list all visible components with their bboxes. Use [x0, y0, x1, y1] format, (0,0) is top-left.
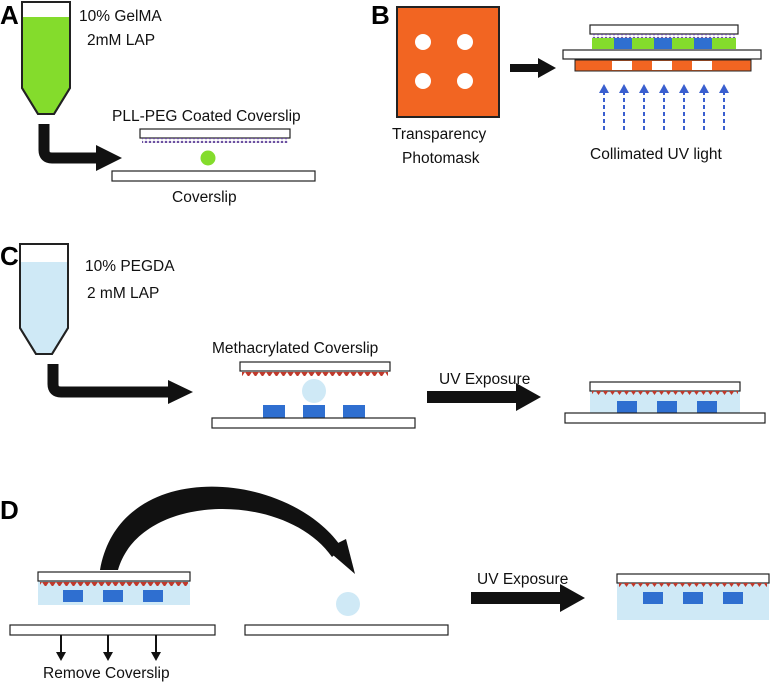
remove-arrows: [56, 635, 161, 661]
fresh-coverslip: [244, 624, 449, 636]
lap-concentration-label: 2mM LAP: [87, 32, 155, 49]
panel-a: A 10% GelMA 2mM LAP PLL-PEG Coated Cover…: [0, 0, 316, 206]
sandwich-assembly-c: [564, 381, 766, 424]
gelma-droplet: [200, 150, 216, 166]
arrow-b: [510, 58, 556, 78]
uv-exposure-label-d: UV Exposure: [477, 571, 568, 588]
uv-exposure-label-c: UV Exposure: [439, 371, 530, 388]
pll-peg-coating: [142, 138, 288, 143]
curved-arrow-c: [47, 364, 193, 404]
pll-peg-coated-coverslip: [139, 128, 291, 139]
collimated-uv-label: Collimated UV light: [590, 146, 722, 163]
panel-b-letter: B: [371, 0, 390, 30]
arrow-d: [471, 584, 585, 612]
gelma-pattern-3: [343, 405, 365, 418]
pll-peg-coverslip-label: PLL-PEG Coated Coverslip: [112, 108, 301, 125]
final-hydrogel: [616, 573, 770, 620]
photomask-assembly: [562, 24, 762, 72]
panel-b: B Transparency Photomask: [371, 0, 762, 167]
transparency-photomask: [396, 6, 500, 118]
panel-c-letter: C: [0, 241, 19, 271]
panel-a-letter: A: [0, 0, 19, 30]
curved-transfer-arrow: [100, 486, 355, 574]
arrow-c: [427, 383, 541, 411]
panel-c: C 10% PEGDA 2 mM LAP Methacrylated Cover…: [0, 241, 766, 429]
panel-d: D Remove Coverslip UV Exposure: [0, 486, 770, 682]
collimated-uv-arrows: [599, 84, 729, 130]
pegda-droplet: [302, 379, 326, 403]
sandwich-assembly-d: [37, 571, 191, 605]
gelma-tube: [21, 1, 71, 115]
gelma-concentration-label: 10% GelMA: [79, 8, 162, 25]
panel-d-letter: D: [0, 495, 19, 525]
gelma-pattern-2: [303, 405, 325, 418]
pegda-tube: [19, 243, 69, 355]
remove-coverslip-label: Remove Coverslip: [43, 665, 170, 682]
patterned-coverslip: [211, 417, 416, 429]
gelma-pattern-1: [263, 405, 285, 418]
removed-coverslip: [9, 624, 216, 636]
photomask-label-line1: Transparency: [392, 126, 486, 143]
methacrylated-coverslip-label: Methacrylated Coverslip: [212, 340, 378, 357]
bottom-coverslip: [111, 170, 316, 182]
curved-arrow-a: [38, 124, 122, 171]
photomask-label-line2: Photomask: [402, 150, 480, 167]
coverslip-label: Coverslip: [172, 189, 237, 206]
pegda-droplet-d: [336, 592, 360, 616]
methacrylated-coverslip: [239, 361, 391, 372]
methacrylate-coating: [242, 371, 388, 376]
lap-concentration-label-c: 2 mM LAP: [87, 285, 159, 302]
pegda-concentration-label: 10% PEGDA: [85, 258, 175, 275]
